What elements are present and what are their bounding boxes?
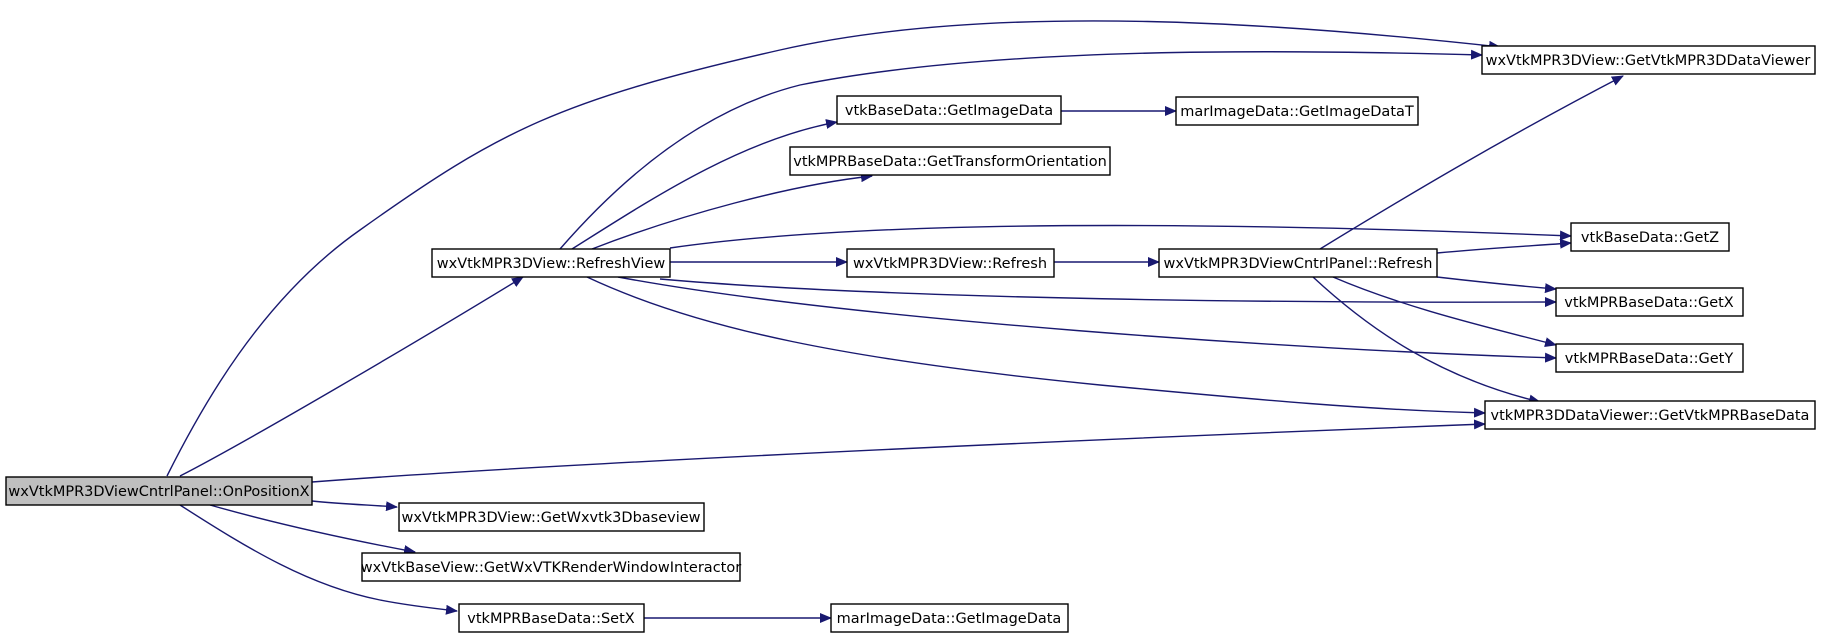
node-label: wxVtkMPR3DViewCntrlPanel::OnPositionX [8, 484, 309, 500]
edge-onpositionx-to-getvtkmpr3ddataviewer [166, 20, 1501, 477]
node-label: vtkBaseData::GetZ [1581, 230, 1719, 246]
edge-onpositionx-to-refreshview [179, 276, 524, 477]
node-label: wxVtkBaseView::GetWxVTKRenderWindowInter… [361, 560, 741, 576]
node-box [836, 95, 1062, 125]
edge-onpositionx-to-getwxvtk3dbaseview [311, 500, 398, 512]
node-box [830, 603, 1069, 633]
edge-cntrlpanelrefresh-to-getvtkmprbasedata [1312, 276, 1541, 405]
node-get-y[interactable]: vtkMPRBaseData::GetY [1555, 343, 1744, 373]
node-box [1158, 248, 1438, 278]
node-box [1555, 287, 1744, 317]
edge-refreshview-to-getvtkmprbasedata [586, 276, 1486, 418]
node-label: wxVtkMPR3DView::Refresh [853, 256, 1047, 272]
edge-refreshview-to-gety [617, 276, 1557, 363]
node-box [1484, 400, 1816, 430]
edge-refreshview-to-getvtkmpr3ddataviewer [559, 49, 1483, 250]
node-label: vtkMPRBaseData::GetX [1564, 295, 1734, 311]
node-box [361, 552, 741, 582]
node-label: marImageData::GetImageData [837, 611, 1062, 627]
node-mar-get-image-data[interactable]: marImageData::GetImageData [830, 603, 1069, 633]
node-box [458, 603, 645, 633]
node-get-z[interactable]: vtkBaseData::GetZ [1570, 222, 1730, 252]
node-box [1570, 222, 1730, 252]
node-get-vtk-mpr-base-data[interactable]: vtkMPR3DDataViewer::GetVtkMPRBaseData [1484, 400, 1816, 430]
node-label: vtkMPRBaseData::GetTransformOrientation [793, 154, 1107, 170]
node-on-position-x[interactable]: wxVtkMPR3DViewCntrlPanel::OnPositionX [5, 476, 313, 506]
node-label: vtkMPRBaseData::SetX [467, 611, 635, 627]
node-label: marImageData::GetImageDataT [1180, 104, 1414, 120]
edge-onpositionx-to-setx [179, 504, 458, 615]
node-label: wxVtkMPR3DView::RefreshView [437, 256, 666, 272]
node-refresh-view[interactable]: wxVtkMPR3DView::RefreshView [431, 248, 671, 278]
node-get-vtk-mpr3d-data-viewer[interactable]: wxVtkMPR3DView::GetVtkMPR3DDataViewer [1481, 45, 1816, 75]
node-label: vtkMPR3DDataViewer::GetVtkMPRBaseData [1491, 408, 1810, 424]
node-box [1555, 343, 1744, 373]
edge-cntrlpanelrefresh-to-getx [1436, 276, 1557, 294]
node-box [431, 248, 671, 278]
edge-cntrlpanelrefresh-to-gety [1332, 276, 1557, 347]
edge-refreshview-to-gettransformorientation [591, 172, 873, 250]
edge-refreshview-to-getx [659, 278, 1557, 308]
node-vtk-get-image-data[interactable]: vtkBaseData::GetImageData [836, 95, 1062, 125]
edge-cntrlpanelrefresh-to-getvtkmpr3ddataviewer [1319, 75, 1624, 250]
node-box [5, 476, 313, 506]
edge-onpositionx-to-getvtkmprbasedata [311, 419, 1486, 483]
node-label: wxVtkMPR3DView::GetVtkMPR3DDataViewer [1486, 53, 1811, 69]
edge-refreshview-to-getz [669, 224, 1572, 249]
node-cntrl-panel-refresh[interactable]: wxVtkMPR3DViewCntrlPanel::Refresh [1158, 248, 1438, 278]
edge-onpositionx-to-renderwindowinteractor [209, 504, 416, 555]
node-mar-get-image-data-t[interactable]: marImageData::GetImageDataT [1175, 96, 1419, 126]
node-label: vtkBaseData::GetImageData [845, 103, 1053, 119]
node-box [1481, 45, 1816, 75]
node-get-wx-vtk-render-window-interactor[interactable]: wxVtkBaseView::GetWxVTKRenderWindowInter… [361, 552, 741, 582]
call-nodes: wxVtkMPR3DViewCntrlPanel::OnPositionX wx… [5, 45, 1816, 633]
node-label: wxVtkMPR3DViewCntrlPanel::Refresh [1164, 256, 1433, 272]
edge-cntrlpanelrefresh-to-getz [1436, 238, 1572, 254]
edge-refreshview-to-vtkgetimagedata [571, 119, 838, 250]
node-get-x[interactable]: vtkMPRBaseData::GetX [1555, 287, 1744, 317]
node-box [789, 146, 1111, 176]
node-label: vtkMPRBaseData::GetY [1565, 351, 1734, 367]
node-box [398, 502, 705, 532]
node-get-wxvtk3dbaseview[interactable]: wxVtkMPR3DView::GetWxvtk3Dbaseview [398, 502, 705, 532]
node-label: wxVtkMPR3DView::GetWxvtk3Dbaseview [401, 510, 700, 526]
node-view-refresh[interactable]: wxVtkMPR3DView::Refresh [846, 248, 1055, 278]
node-box [1175, 96, 1419, 126]
node-get-transform-orientation[interactable]: vtkMPRBaseData::GetTransformOrientation [789, 146, 1111, 176]
node-box [846, 248, 1055, 278]
node-set-x[interactable]: vtkMPRBaseData::SetX [458, 603, 645, 633]
call-edges [166, 20, 1624, 623]
